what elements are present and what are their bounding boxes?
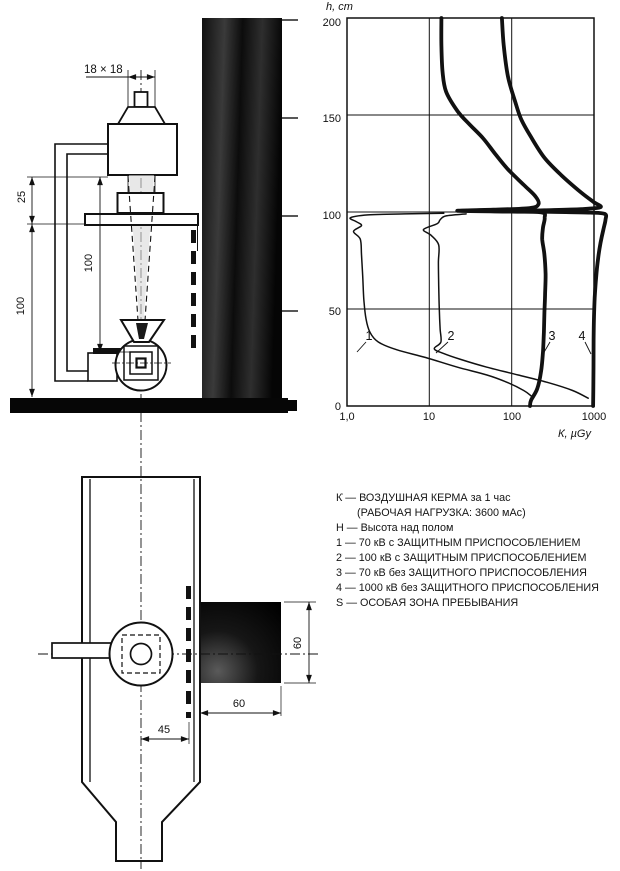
table-outline-top (81, 476, 201, 862)
tube-housing (107, 123, 178, 176)
svg-text:50: 50 (329, 306, 341, 318)
swivel-arm (51, 642, 112, 659)
curve-2-label: 2 (448, 329, 455, 343)
tube-port-top (129, 642, 153, 666)
curve-3 (439, 16, 548, 408)
dim-60-horizontal-label: 60 (233, 698, 245, 710)
dim-25: 25 (16, 177, 35, 224)
curve-labels: 1 2 3 4 (366, 329, 586, 343)
dim-100-floor: 100 (15, 224, 35, 397)
dim-25-label: 25 (16, 191, 28, 203)
side-view: 18 × 18 25 (10, 18, 298, 869)
curve-1-label: 1 (366, 329, 373, 343)
wall-section (202, 18, 282, 398)
y-axis-labels: h, cm 200 150 100 50 0 (323, 1, 353, 413)
tube-square-top (121, 634, 161, 674)
svg-text:1,0: 1,0 (339, 411, 354, 423)
dim-60-horizontal: 60 (200, 698, 281, 716)
dim-100-source: 100 (83, 177, 103, 352)
column-neck (116, 106, 167, 125)
svg-text:100: 100 (503, 411, 521, 423)
beam-edge-right (142, 175, 156, 343)
curve-4 (496, 16, 609, 408)
collimator (116, 192, 165, 214)
legend-curve-1: 1 — 70 кВ с ЗАЩИТНЫМ ПРИСПОСОБЛЕНИЕМ (336, 537, 581, 549)
x-axis-labels: 1,0 10 100 1000 К̇, µGy (339, 411, 606, 440)
figure-legend: К̇ — ВОЗДУШНАЯ КЕРМА за 1 час (РАБОЧАЯ Н… (336, 491, 614, 611)
floor-slab (10, 398, 288, 413)
dim-field-size-label: 18 × 18 (84, 64, 123, 76)
legend-curve-4: 4 — 1000 кВ без ЗАЩИТНОГО ПРИСПОСОБЛЕНИЯ (336, 582, 599, 594)
svg-text:10: 10 (423, 411, 435, 423)
legend-zone-s: S — ОСОБАЯ ЗОНА ПРЕБЫВАНИЯ (336, 597, 519, 609)
table-top-side (84, 213, 199, 226)
legend-curve-2: 2 — 100 кВ с ЗАЩИТНЫМ ПРИСПОСОБЛЕНИЕМ (336, 552, 587, 564)
column-cap (133, 91, 149, 108)
curve-3-label: 3 (549, 329, 556, 343)
tube-anode (136, 323, 148, 339)
xlabel: К̇, µGy (558, 428, 592, 440)
legend-height: Н — Высота над полом (336, 522, 454, 534)
dim-45-label: 45 (158, 724, 170, 736)
curve-1 (349, 212, 533, 398)
ylabel: h, cm (326, 1, 353, 13)
curve-2 (422, 213, 589, 399)
legend-kerma: К̇ — ВОЗДУШНАЯ КЕРМА за 1 час (336, 492, 511, 504)
curve-label-leaders (356, 341, 592, 355)
floor-slab-end (288, 400, 297, 411)
beam-edge-left (127, 175, 141, 343)
dim-60-vertical-label: 60 (292, 637, 304, 649)
svg-text:1000: 1000 (582, 411, 606, 423)
legend-workload: (РАБОЧАЯ НАГРУЗКА: 3600 мАс) (357, 507, 526, 519)
bracket-inner (66, 153, 108, 372)
legend-curve-3: 3 — 70 кВ без ЗАЩИТНОГО ПРИСПОСОБЛЕНИЯ (336, 567, 587, 579)
svg-text:150: 150 (323, 113, 341, 125)
dim-field-size: 18 × 18 (84, 64, 155, 80)
special-zone-block (200, 602, 281, 683)
bracket-outer (54, 143, 108, 382)
top-view: 60 60 45 (38, 476, 318, 862)
svg-text:100: 100 (323, 210, 341, 222)
svg-text:200: 200 (323, 17, 341, 29)
svg-text:0: 0 (335, 401, 341, 413)
dim-100-source-label: 100 (83, 254, 95, 272)
drive-box (87, 352, 118, 382)
wall-height-ticks (282, 19, 298, 312)
kerma-chart: 1 2 3 4 h, cm 200 150 100 50 0 1,0 10 10… (323, 1, 609, 440)
dim-60-vertical: 60 (292, 602, 312, 683)
mount-rail (93, 348, 131, 354)
curve-4-label: 4 (579, 329, 586, 343)
dim-45: 45 (141, 724, 189, 742)
dim-100-floor-label: 100 (15, 297, 27, 315)
